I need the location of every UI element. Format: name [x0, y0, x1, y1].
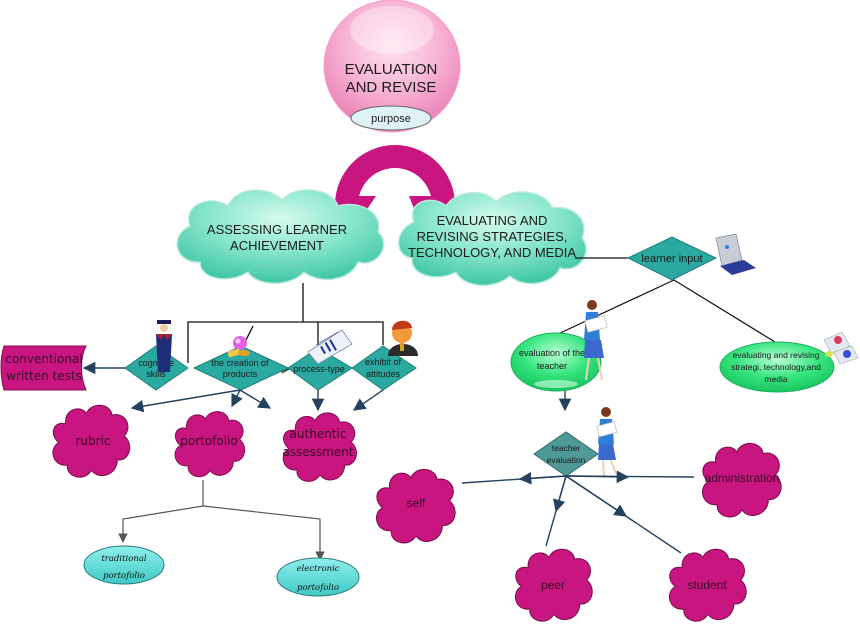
process-type-label: process-type [293, 364, 345, 374]
evaluating-line1: EVALUATING AND [437, 213, 548, 228]
administration-label: administration [705, 471, 780, 485]
conventional-line1: conventional [5, 352, 82, 366]
person-icon [388, 320, 418, 356]
teacher-woman-icon-2 [596, 407, 618, 477]
cloud-portofolio: portofolio [174, 411, 246, 478]
exhibit-line1: exhibit of [365, 357, 402, 367]
left-connectors [187, 283, 384, 363]
left-arrows [82, 361, 384, 413]
traditional-portofolio: traditional portofolio [83, 545, 165, 585]
electronic-line1: electronic [296, 564, 339, 574]
purpose-label: purpose [371, 113, 411, 125]
evaluating-line2: REVISING STRATEGIES, [417, 229, 568, 244]
assessing-learner-cloud: ASSESSING LEARNER ACHIEVEMENT [176, 189, 385, 284]
exhibit-line2: attitudes [366, 369, 401, 379]
right-connectors [557, 257, 776, 343]
teacher-eval-line2: evaluation [547, 455, 586, 465]
assessing-line1: ASSESSING LEARNER [207, 222, 347, 237]
self-label: self [407, 496, 426, 510]
conventional-written-tests: conventional written tests [0, 345, 87, 391]
authentic-line1: authentic [290, 427, 347, 441]
diamond-cognitive-skills: cognitive skills [124, 345, 189, 391]
creation-line1: the creation of [211, 358, 269, 368]
cognitive-line2: skills [146, 369, 166, 379]
eval-revise-line2: strategi, technology,and [731, 362, 821, 372]
cloud-student: student [668, 548, 747, 622]
eval-teacher-line2: teacher [537, 361, 567, 371]
eval-teacher-line1: evaluation of the [519, 348, 585, 358]
creation-line2: products [223, 369, 258, 379]
evaluation-of-teacher-ellipse: evaluation of the teacher [510, 332, 602, 392]
cloud-self: self [375, 468, 456, 544]
electronic-portofolio: electronic portofolio [276, 557, 360, 597]
graduate-icon [156, 320, 172, 372]
teacher-eval-line1: teacher [552, 443, 581, 453]
traditional-line1: traditional [101, 554, 147, 564]
cognitive-line1: cognitive [138, 358, 174, 368]
diamond-exhibit-of-attitudes: exhibit of attitudes [351, 345, 417, 391]
assessing-line2: ACHIEVEMENT [230, 238, 324, 253]
teacher-evaluation-diamond: teacher evaluation [533, 431, 599, 477]
title-line1: EVALUATION [345, 61, 438, 78]
title-line2: AND REVISE [346, 79, 437, 96]
peer-label: peer [541, 578, 565, 592]
evaluating-revising-cloud: EVALUATING AND REVISING STRATEGIES, TECH… [398, 191, 587, 287]
diamond-creation-of-products: the creation of products [192, 345, 290, 391]
portofolio-label: portofolio [180, 434, 238, 448]
evaluating-revising-media-ellipse: evaluating and revising strategi, techno… [719, 341, 835, 393]
cloud-administration: administration [701, 442, 782, 518]
laptop-icon [715, 233, 756, 275]
report-chart-icon [307, 329, 353, 365]
cloud-rubric: rubric [52, 404, 131, 478]
media-discs-icon [823, 331, 859, 365]
learner-input-diamond: learner input [626, 236, 718, 281]
cloud-peer: peer [514, 548, 593, 622]
crystal-ball-icon [227, 336, 250, 358]
authentic-line2: assessment [282, 445, 353, 459]
cloud-authentic-assessment: authentic assessment [282, 412, 358, 483]
evaluating-line3: TECHNOLOGY, AND MEDIA [408, 245, 576, 260]
title-bubble: EVALUATION AND REVISE [323, 0, 461, 133]
learner-input-label: learner input [641, 253, 702, 265]
portfolio-connectors [118, 480, 325, 561]
traditional-line2: portofolio [103, 571, 145, 581]
teacher-woman-icon [584, 300, 608, 381]
rubric-label: rubric [75, 434, 110, 448]
teacher-eval-arrows [461, 470, 695, 554]
electronic-line2: portofolio [297, 583, 339, 593]
purpose-badge: purpose [350, 105, 432, 131]
student-label: student [687, 578, 727, 592]
eval-revise-line3: media [764, 374, 787, 384]
conventional-line2: written tests [6, 369, 82, 383]
eval-revise-line1: evaluating and revising [733, 350, 820, 360]
